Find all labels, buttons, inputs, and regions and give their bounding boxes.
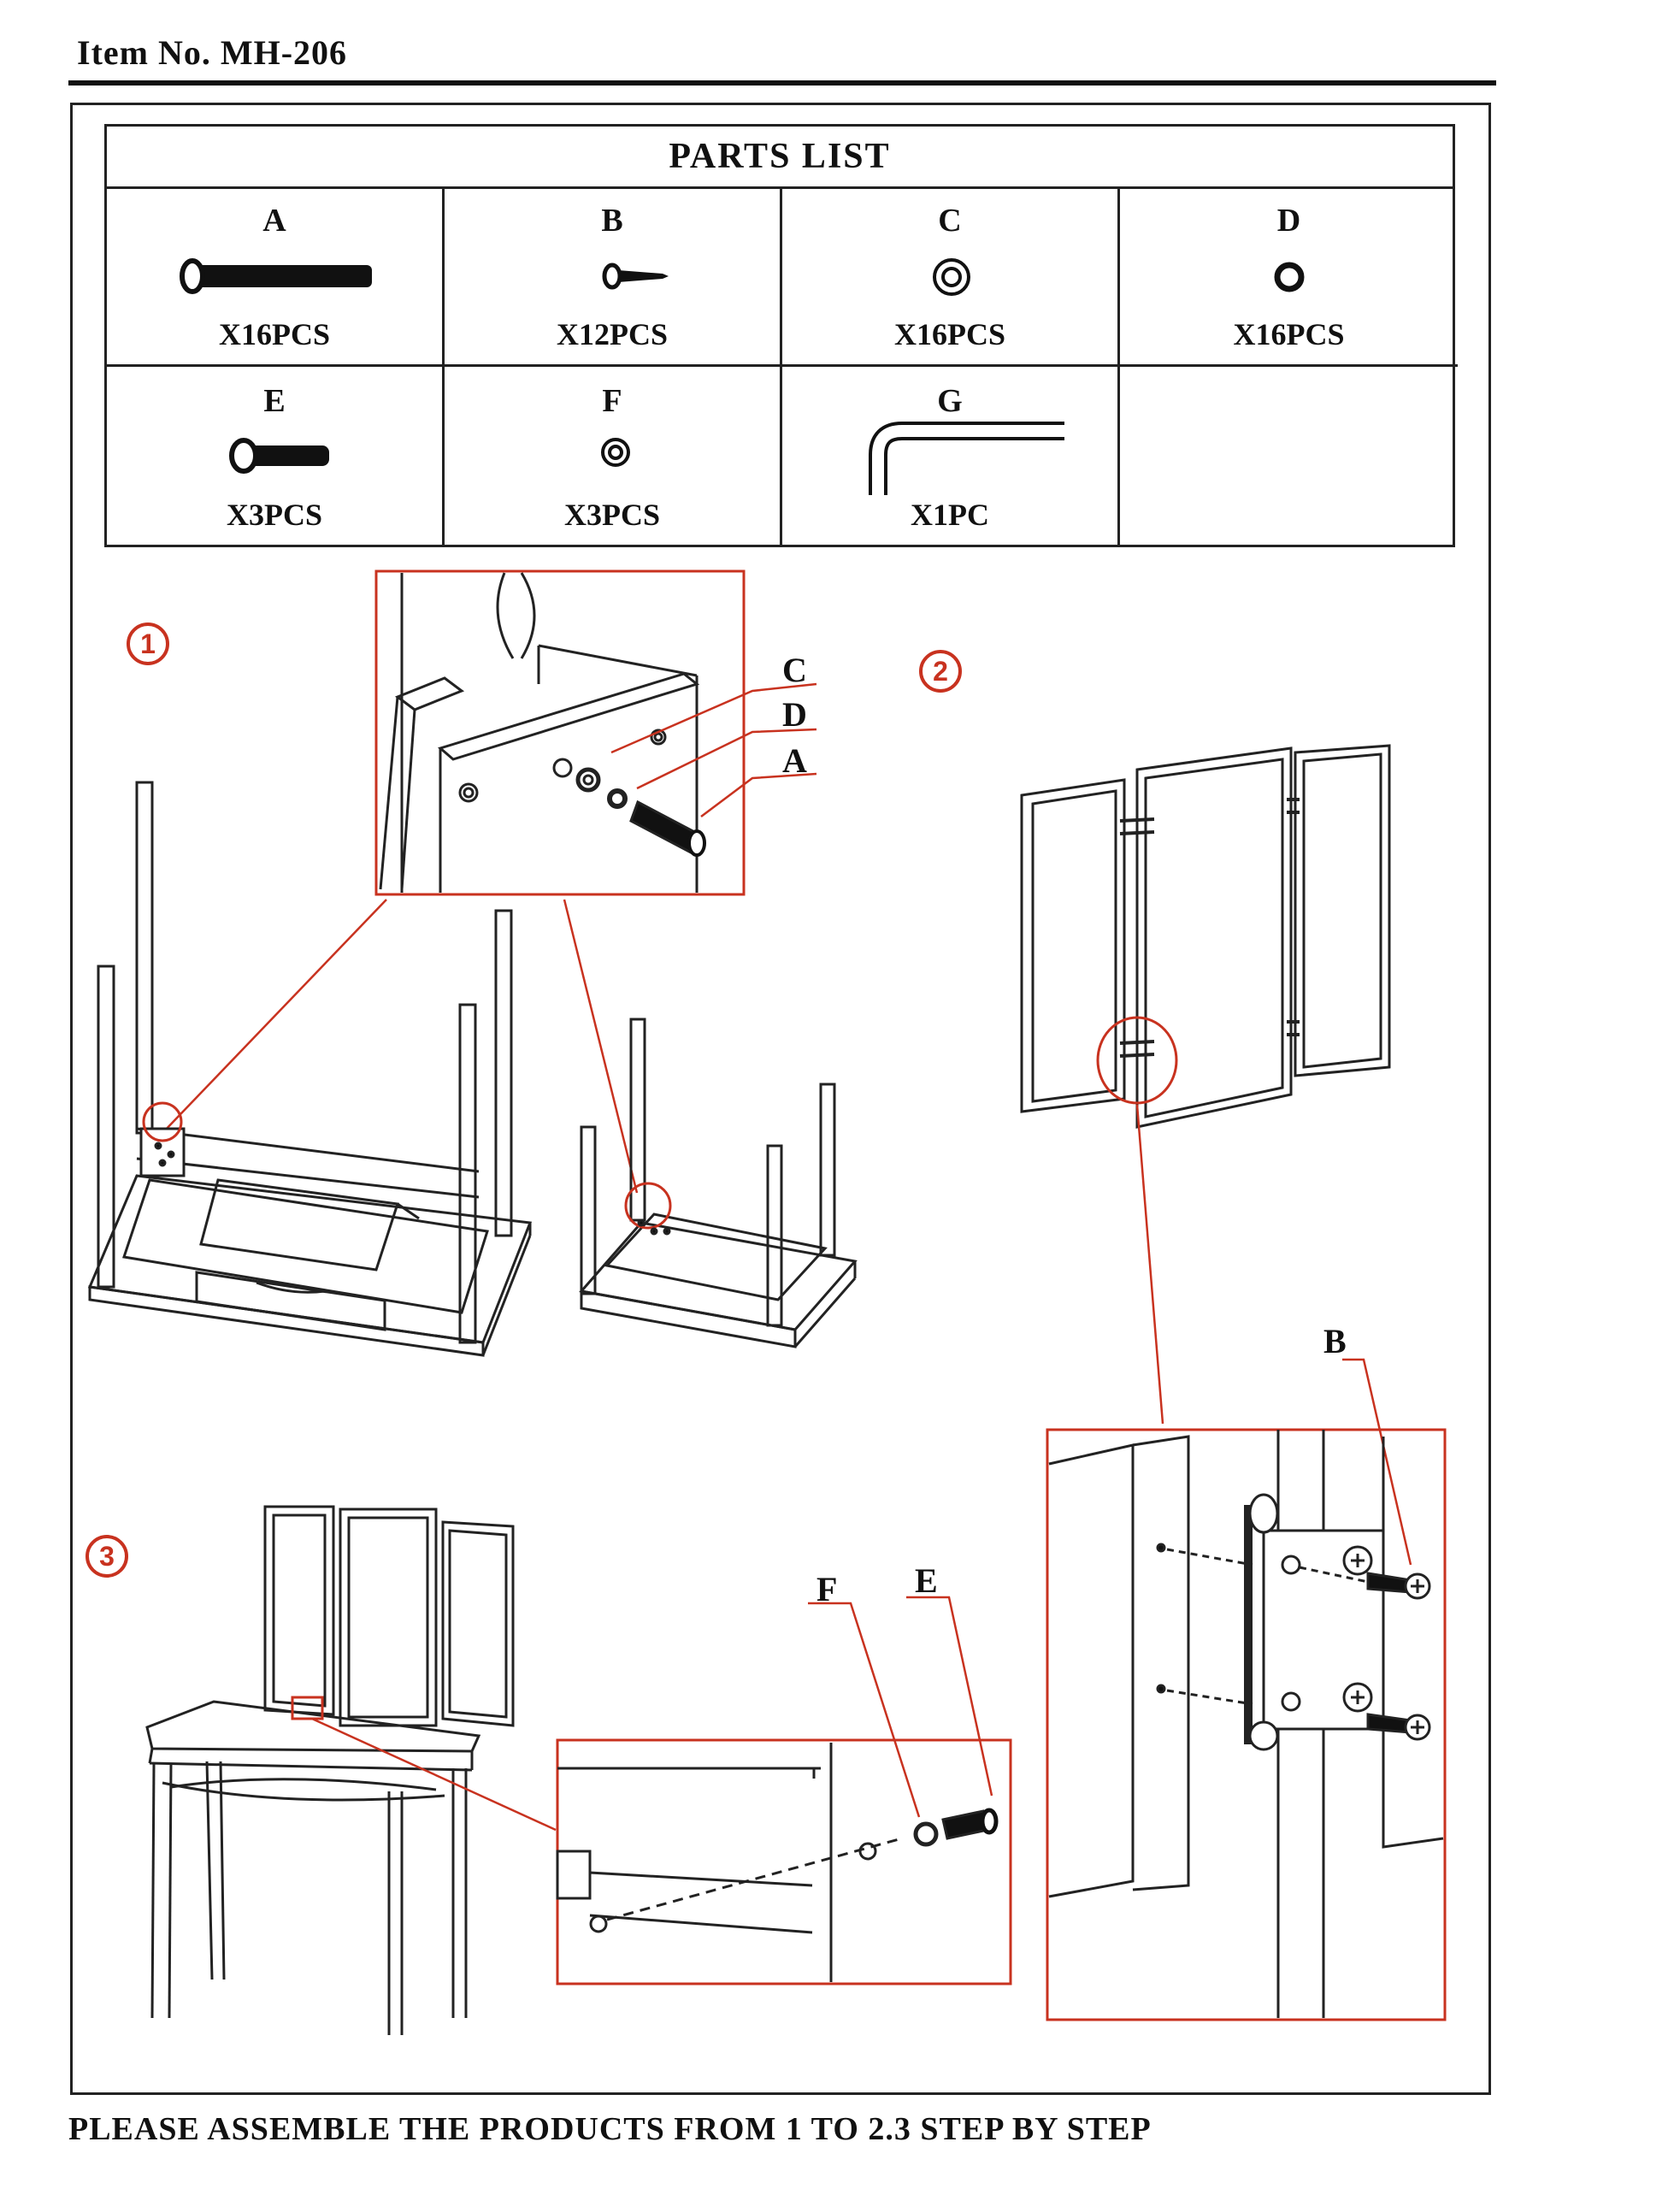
step-2-badge: 2	[919, 650, 962, 693]
part-letter: A	[262, 203, 286, 239]
step-3-badge: 3	[85, 1535, 128, 1578]
part-letter: D	[1276, 203, 1301, 239]
callout-f: F	[816, 1570, 838, 1608]
parts-list-table: PARTS LIST A X16PCS B X12PCS C X16PCS D …	[104, 124, 1458, 547]
wood-screw-icon	[602, 263, 669, 290]
part-qty: X16PCS	[218, 317, 330, 351]
part-qty: X16PCS	[893, 317, 1005, 351]
part-qty: X12PCS	[556, 317, 668, 351]
short-bolt-icon	[229, 438, 329, 474]
assembly-instruction: PLEASE ASSEMBLE THE PRODUCTS FROM 1 TO 2…	[68, 2111, 1152, 2147]
callout-b: B	[1323, 1322, 1347, 1360]
washer-icon	[601, 438, 630, 467]
callout-c: C	[782, 651, 807, 689]
step-1-detail-view	[374, 569, 746, 896]
callout-e: E	[915, 1561, 938, 1600]
allen-key-icon	[869, 422, 1064, 495]
part-cell-f: F X3PCS	[445, 367, 782, 545]
part-qty: X3PCS	[226, 498, 322, 532]
spring-washer-icon	[1274, 262, 1305, 292]
assembly-illustrations	[87, 569, 1447, 2035]
part-cell-c: C X16PCS	[782, 186, 1120, 367]
part-cell-a: A X16PCS	[107, 186, 445, 367]
header-rule	[68, 80, 1496, 86]
step-1-table-large	[87, 781, 533, 1357]
part-qty: X1PC	[911, 498, 989, 532]
part-cell-g: G X1PC	[782, 367, 1120, 545]
item-number: Item No. MH-206	[77, 33, 348, 72]
part-letter: G	[937, 383, 963, 419]
part-cell-d: D X16PCS	[1120, 186, 1458, 367]
step-2-hinge-detail	[1046, 1428, 1447, 2021]
part-letter: B	[601, 203, 623, 239]
step-1-badge: 1	[127, 622, 169, 665]
callout-d: D	[782, 695, 807, 734]
part-cell-b: B X12PCS	[445, 186, 782, 367]
flat-washer-icon	[933, 258, 970, 296]
page-frame	[70, 103, 1491, 2095]
part-letter: F	[602, 383, 622, 419]
part-qty: X3PCS	[563, 498, 660, 532]
long-bolt-icon	[180, 258, 372, 294]
part-qty: X16PCS	[1233, 317, 1345, 351]
part-letter: C	[938, 203, 962, 239]
part-cell-e: E X3PCS	[107, 367, 445, 545]
callout-a: A	[782, 741, 807, 780]
step-3-vanity	[145, 1505, 515, 2035]
step-1-table-small	[579, 1018, 858, 1348]
step-3-mirror-detail	[556, 1738, 1012, 1985]
step-2-tri-fold-mirror	[1020, 744, 1391, 1129]
part-letter: E	[263, 383, 286, 419]
